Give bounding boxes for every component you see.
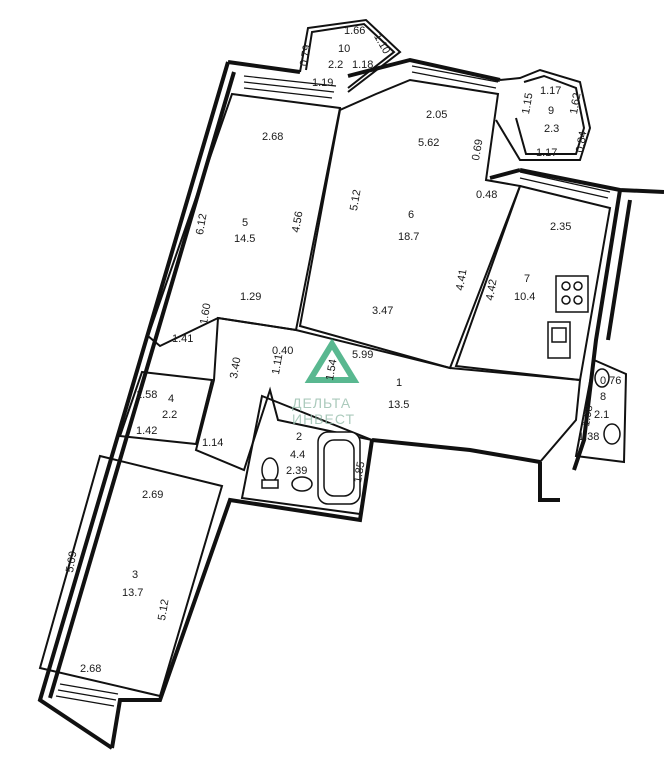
room-3-number: 3 bbox=[132, 569, 138, 581]
dim-r5-bl2: 1.41 bbox=[172, 333, 193, 345]
dim-r4-bottom: 1.42 bbox=[136, 425, 157, 437]
room-6-number: 6 bbox=[408, 209, 414, 221]
dim-b10-166: 1.66 bbox=[344, 25, 365, 37]
dim-r1-154: 1.54 bbox=[324, 358, 340, 381]
outer-walls bbox=[37, 18, 664, 750]
room-7-number: 7 bbox=[524, 273, 530, 285]
room-5-number: 5 bbox=[242, 217, 248, 229]
dim-b9-084: 0.84 bbox=[574, 130, 590, 153]
washbasin-icon bbox=[291, 476, 313, 492]
delta-invest-watermark: ДЕЛЬТА ИНВЕСТ bbox=[292, 338, 360, 427]
dim-r6-left: 5.12 bbox=[348, 189, 364, 212]
dimension-labels: 0.79 1.66 1.10 1.18 1.19 1.15 1.17 1.62 … bbox=[64, 25, 621, 675]
dim-r5-top: 2.68 bbox=[262, 131, 283, 143]
dim-r6-diag: 5.62 bbox=[418, 137, 439, 149]
watermark-line1: ДЕЛЬТА bbox=[292, 395, 351, 411]
stove-icon bbox=[555, 275, 589, 313]
dim-r8-a: 0.76 bbox=[600, 375, 621, 387]
dim-r1-599: 5.99 bbox=[352, 349, 373, 361]
dim-b9-117b: 1.17 bbox=[536, 147, 557, 159]
dim-b10-118: 1.18 bbox=[352, 59, 373, 71]
room-10-number: 10 bbox=[338, 43, 350, 55]
room-2-area: 4.4 bbox=[290, 449, 305, 461]
dim-r5-right: 4.56 bbox=[290, 210, 306, 233]
room-labels: 10 2.2 9 2.3 5 14.5 6 18.7 7 10.4 1 13.5… bbox=[122, 43, 609, 599]
small-toilet-icon bbox=[594, 368, 610, 388]
toilet-icon bbox=[261, 457, 279, 489]
dim-r3-right: 5.12 bbox=[156, 598, 172, 621]
dim-corr-340: 3.40 bbox=[228, 356, 244, 379]
dim-b10-079: 0.79 bbox=[298, 44, 314, 67]
room-4-number: 4 bbox=[168, 393, 174, 405]
room-3-area: 13.7 bbox=[122, 587, 143, 599]
room-2-number: 2 bbox=[296, 431, 302, 443]
dim-r3-bottom: 2.68 bbox=[80, 663, 101, 675]
dim-b10-119: 1.19 bbox=[312, 77, 333, 89]
delta-triangle-logo bbox=[304, 338, 360, 383]
dim-r7-left: 4.42 bbox=[484, 278, 500, 301]
room-8-number: 8 bbox=[600, 391, 606, 403]
dim-r5-left: 6.12 bbox=[194, 213, 210, 236]
fixtures bbox=[261, 275, 621, 505]
dim-r3-left: 5.09 bbox=[64, 550, 80, 573]
dim-r2-b: 1.85 bbox=[352, 461, 368, 484]
dim-r6-nook: 0.69 bbox=[470, 138, 486, 161]
interior-walls bbox=[38, 78, 628, 698]
bathtub-icon bbox=[317, 431, 361, 505]
room-9-number: 9 bbox=[548, 105, 554, 117]
dim-r4-b: 1.14 bbox=[202, 437, 223, 449]
watermark-line2: ИНВЕСТ bbox=[292, 411, 355, 427]
dim-b9-117a: 1.17 bbox=[540, 85, 561, 97]
small-sink-icon bbox=[603, 423, 621, 445]
dim-b10-110: 1.10 bbox=[371, 32, 392, 57]
room-1-area: 13.5 bbox=[388, 399, 409, 411]
dim-r5-bl: 1.60 bbox=[198, 302, 214, 325]
dim-r4-left: 1.58 bbox=[136, 389, 157, 401]
room-8-area: 2.1 bbox=[594, 409, 609, 421]
dim-r6-top: 2.05 bbox=[426, 109, 447, 121]
sink-icon bbox=[547, 321, 571, 359]
dim-r6-bottom: 3.47 bbox=[372, 305, 393, 317]
window-rails bbox=[55, 65, 611, 707]
dim-r8-b: 1.98 bbox=[580, 404, 596, 427]
dim-r8-c: 1.38 bbox=[578, 431, 599, 443]
dim-corr-129: 1.29 bbox=[240, 291, 261, 303]
dim-b9-162: 1.62 bbox=[568, 92, 584, 115]
room-4-area: 2.2 bbox=[162, 409, 177, 421]
dim-corr-040: 0.40 bbox=[272, 345, 293, 357]
room-10-area: 2.2 bbox=[328, 59, 343, 71]
dim-b9-115: 1.15 bbox=[520, 92, 536, 115]
room-9-area: 2.3 bbox=[544, 123, 559, 135]
dim-r2-a: 2.39 bbox=[286, 465, 307, 477]
dim-r6-r: 0.48 bbox=[476, 189, 497, 201]
dim-r3-top: 2.69 bbox=[142, 489, 163, 501]
room-6-area: 18.7 bbox=[398, 231, 419, 243]
dim-corr-111: 1.11 bbox=[270, 353, 285, 375]
room-1-number: 1 bbox=[396, 377, 402, 389]
room-7-area: 10.4 bbox=[514, 291, 535, 303]
dim-r6-right: 4.41 bbox=[454, 268, 470, 291]
room-5-area: 14.5 bbox=[234, 233, 255, 245]
dim-r7-top: 2.35 bbox=[550, 221, 571, 233]
